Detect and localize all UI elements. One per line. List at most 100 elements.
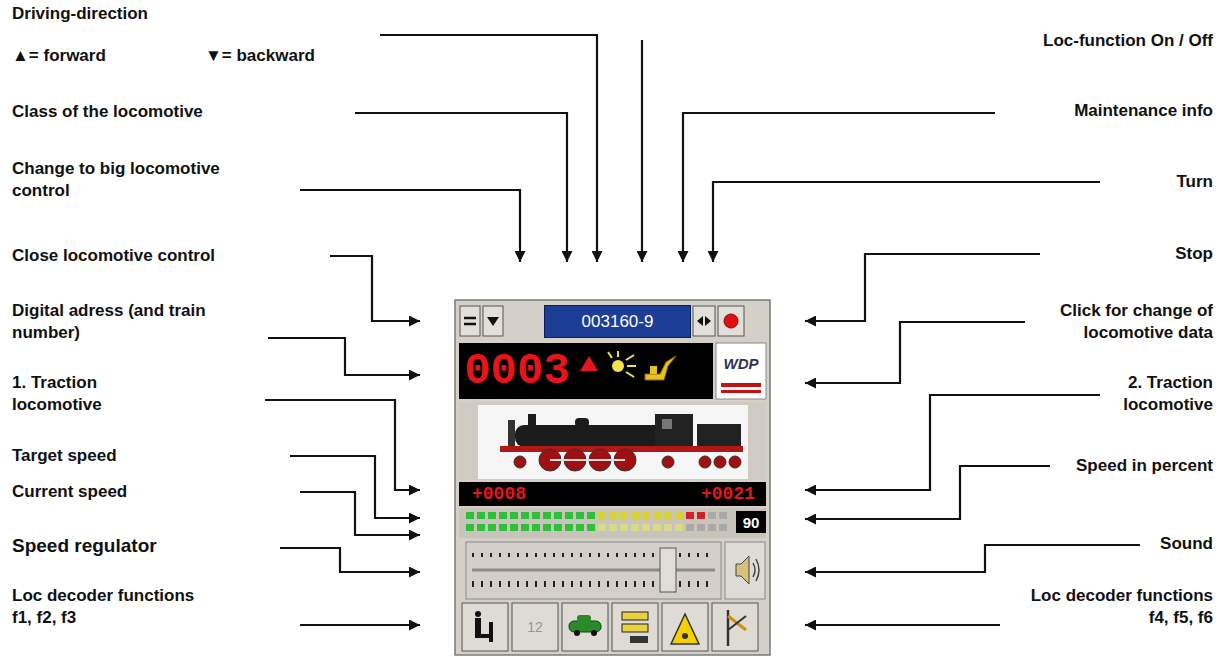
leader-line xyxy=(805,322,1025,383)
leader-line xyxy=(805,254,1040,321)
leader-line xyxy=(805,466,1050,519)
logo-box xyxy=(716,343,766,399)
body xyxy=(475,618,481,636)
person-icon xyxy=(475,611,493,642)
callout-label: Speed in percent xyxy=(1076,455,1213,477)
callout-label: 1. Traction locomotive xyxy=(12,372,142,416)
callout-label: ▼= backward xyxy=(205,45,315,67)
leader-line xyxy=(641,40,643,262)
logo-text: WDP xyxy=(717,344,765,382)
regulator-slot xyxy=(472,569,715,572)
stop-glyph xyxy=(724,314,738,328)
current-speed-bar xyxy=(466,524,598,531)
function-button xyxy=(512,603,558,651)
locomotive-picture xyxy=(500,414,743,471)
callout-label: ▲= forward xyxy=(12,45,106,67)
turn-glyph xyxy=(697,316,703,326)
class-field-text: 003160-9 xyxy=(582,313,654,330)
callout-label: 2. Traction locomotive xyxy=(1083,372,1213,416)
wheel xyxy=(699,456,711,468)
traction-row xyxy=(459,482,766,506)
regulator-handle xyxy=(660,548,676,592)
head xyxy=(475,611,481,617)
current-speed-bar xyxy=(686,524,730,531)
callout-label: Target speed xyxy=(12,445,117,467)
turn-button xyxy=(693,306,715,336)
wheel xyxy=(662,456,674,468)
coupler-part xyxy=(622,624,648,632)
stop-button xyxy=(718,306,744,336)
speaker-icon xyxy=(736,556,749,584)
chimney xyxy=(528,414,536,427)
current-speed-bar xyxy=(598,524,686,531)
function-button xyxy=(462,603,508,651)
callout-label: Stop xyxy=(1175,243,1213,265)
lamp-rays xyxy=(608,351,636,377)
leader-line xyxy=(805,624,1000,626)
leader-line xyxy=(265,400,420,490)
speaker-waves xyxy=(753,559,759,581)
callout-label: Loc decoder functions f4, f5, f6 xyxy=(1018,585,1213,629)
leader-line xyxy=(805,395,1100,490)
leader-line xyxy=(280,548,420,572)
sound-button xyxy=(725,542,765,599)
leader-line xyxy=(300,624,420,626)
close-glyph xyxy=(464,323,476,326)
warning-triangle xyxy=(671,614,699,644)
target-speed-bar xyxy=(598,512,686,519)
callout-label: Click for change of locomotive data xyxy=(1013,300,1213,344)
seat-back xyxy=(489,622,493,642)
leader-line xyxy=(355,113,567,262)
cab xyxy=(655,414,693,450)
callout-label: Close locomotive control xyxy=(12,245,215,267)
address-display xyxy=(459,343,713,399)
picture-frame xyxy=(459,402,766,480)
car-wheel xyxy=(574,630,580,636)
picture-ground xyxy=(478,405,748,479)
callout-label: Sound xyxy=(1160,533,1213,555)
class-field-frame xyxy=(544,305,691,338)
callout-label: Change to big locomotive control xyxy=(12,158,247,202)
connecting-rod xyxy=(550,459,625,461)
speed-percent-text: 90 xyxy=(743,515,760,530)
target-speed-bar xyxy=(466,512,598,519)
target-speed-bar xyxy=(708,512,730,519)
callout-label: Maintenance info xyxy=(1074,100,1213,122)
class-field: 003160-9 xyxy=(545,306,690,337)
coupler-part xyxy=(622,612,648,620)
traction-readout-text: +0021 xyxy=(701,485,755,503)
callout-label: Driving-direction xyxy=(12,3,148,25)
leader-line xyxy=(380,35,597,262)
logo-bar xyxy=(721,390,761,393)
oil-can-cap xyxy=(650,366,657,374)
function-button xyxy=(562,603,608,651)
traction-readout-text: +0008 xyxy=(472,485,526,503)
close-button xyxy=(460,306,480,336)
car-top xyxy=(577,615,591,622)
callout-label: Loc decoder functions f1, f2, f3 xyxy=(12,585,207,629)
function-button-label: 12 xyxy=(513,604,557,650)
leader-line xyxy=(300,190,520,262)
callout-label: Loc-function On / Off xyxy=(1043,30,1213,52)
wheel xyxy=(714,456,726,468)
car-icon xyxy=(569,615,601,636)
function-button xyxy=(612,603,658,651)
traction-readout: +0021 xyxy=(690,483,766,505)
boiler xyxy=(515,425,665,447)
callout-label: Speed regulator xyxy=(12,534,157,557)
light-icon xyxy=(608,351,636,377)
leader-line xyxy=(683,113,995,262)
bell-dot xyxy=(682,633,688,639)
address-digits: 0003 xyxy=(461,345,573,397)
address-digits-text: 0003 xyxy=(464,349,570,393)
leader-line xyxy=(330,256,420,321)
leader-lines xyxy=(265,35,1140,625)
leader-line xyxy=(268,338,420,375)
car-wheel xyxy=(591,630,597,636)
callout-label: Class of the locomotive xyxy=(12,101,203,123)
dome xyxy=(575,418,589,427)
close-glyph xyxy=(464,317,476,320)
signal-arm xyxy=(728,616,746,630)
function-button xyxy=(662,603,708,651)
callout-label: Turn xyxy=(1176,171,1213,193)
